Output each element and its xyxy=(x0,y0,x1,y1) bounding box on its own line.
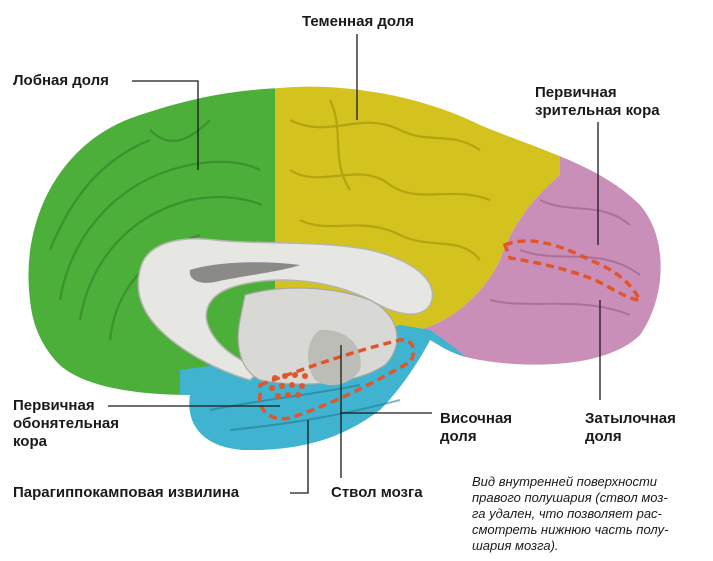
leader-parahippocampal xyxy=(290,420,309,494)
temporal-outline xyxy=(258,338,416,421)
frontal-gyri xyxy=(48,119,263,341)
leader-lines xyxy=(108,34,601,494)
caption-line: правого полушария (ствол моз- xyxy=(472,490,668,505)
label-primary-olfactory-cortex: Первичная обонятельная кора xyxy=(13,397,119,450)
label-parietal-lobe: Теменная доля xyxy=(302,13,414,30)
caption-line: смотреть нижнюю часть полу- xyxy=(472,522,669,537)
label-occipital-lobe: Затылочная доля xyxy=(585,410,676,445)
temporal-gyri xyxy=(209,384,401,431)
label-frontal-lobe: Лобная доля xyxy=(13,72,109,89)
visual-cortex-outline xyxy=(502,239,643,302)
label-primary-visual-cortex: Первичная зрительная кора xyxy=(535,84,660,119)
label-temporal-lobe: Височная доля xyxy=(440,410,513,445)
olfactory-dots xyxy=(269,372,308,399)
figure-caption: Вид внутренней поверхности правого полуш… xyxy=(472,474,708,554)
label-brainstem: Ствол мозга xyxy=(331,484,423,501)
caption-line: га удален, что позволяет рас- xyxy=(472,506,662,521)
label-parahippocampal-gyrus: Парагиппокамповая извилина xyxy=(13,484,240,501)
leader-frontal xyxy=(132,80,199,170)
caption-line: шария мозга). xyxy=(472,538,559,553)
caption-line: Вид внутренней поверхности xyxy=(472,474,658,489)
parietal-gyri xyxy=(289,99,491,261)
ventricle xyxy=(189,262,300,283)
